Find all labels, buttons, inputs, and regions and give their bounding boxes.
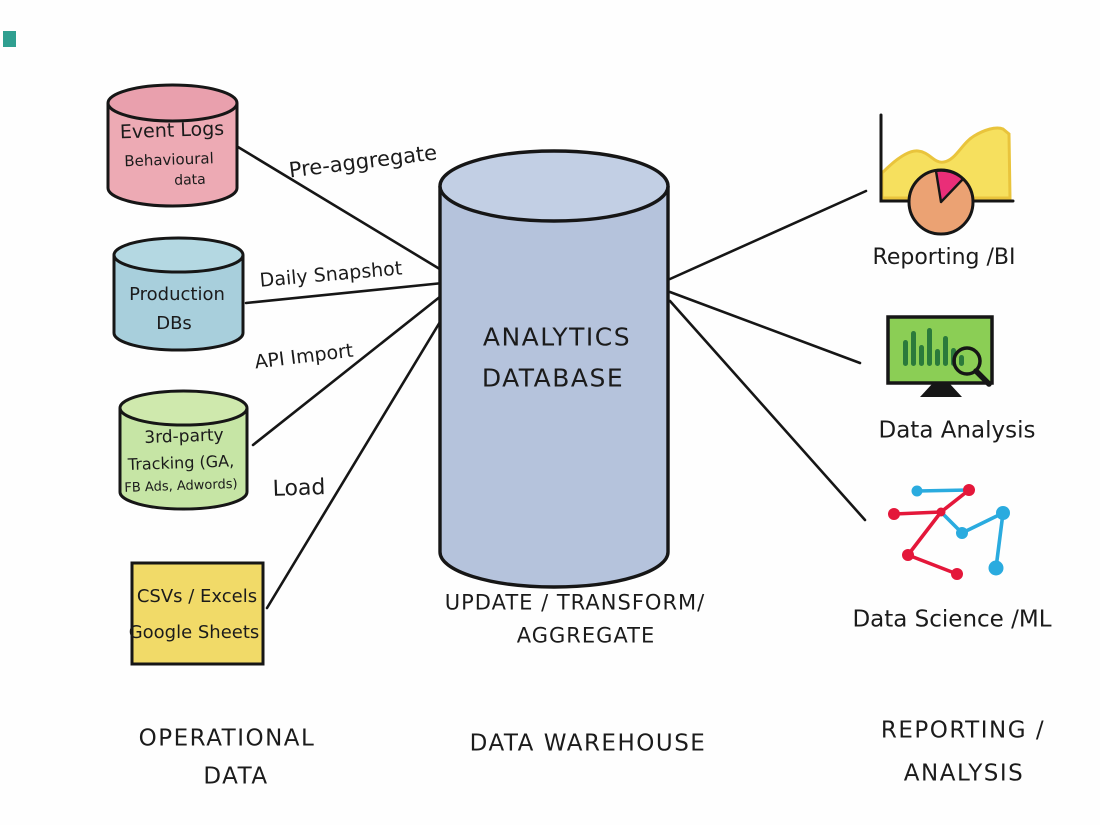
warehouse-caption-line1: UPDATE / TRANSFORM/	[444, 590, 706, 615]
files-box	[130, 561, 265, 666]
reporting-bi-icon	[879, 113, 1015, 236]
section-label-reporting: REPORTING /	[880, 717, 1046, 744]
files-title2: Google Sheets	[128, 622, 260, 644]
monitor-stand	[920, 384, 962, 397]
output-label-analysis: Data Analysis	[878, 417, 1036, 444]
corner-square	[3, 31, 16, 47]
connector-daily-snapshot	[244, 281, 445, 305]
production-dbs-title: Production	[129, 284, 225, 306]
event-logs-title: Event Logs	[119, 117, 225, 144]
science-red-dots	[888, 484, 975, 580]
third-party-cylinder	[118, 389, 249, 511]
area-chart-shape	[880, 126, 1012, 200]
event-logs-cylinder	[106, 83, 239, 208]
science-blue-edges	[915, 488, 1005, 570]
output-connectors	[668, 189, 868, 522]
section-label-operational: OPERATIONAL	[138, 725, 316, 752]
warehouse-cylinder	[438, 149, 670, 589]
flow-label-load: Load	[272, 474, 326, 502]
production-dbs-body	[112, 255, 245, 352]
output-label-reporting: Reporting /BI	[872, 244, 1016, 270]
event-logs-subtitle2: data	[173, 171, 207, 189]
production-dbs-cylinder	[112, 236, 245, 352]
magnifier-handle	[973, 368, 992, 387]
warehouse-top	[438, 149, 670, 223]
warehouse-body	[438, 186, 670, 589]
section-label-warehouse: DATA WAREHOUSE	[469, 730, 707, 757]
data-analysis-icon	[886, 315, 994, 397]
pie-chart-slice	[934, 169, 965, 204]
third-party-title2: Tracking (GA,	[127, 451, 235, 475]
event-logs-body	[106, 103, 239, 208]
connector-reporting	[668, 189, 868, 281]
connector-science	[668, 299, 867, 522]
warehouse-caption-line2: AGGREGATE	[516, 623, 656, 648]
third-party-title: 3rd-party	[143, 425, 224, 449]
event-logs-top	[106, 83, 239, 123]
third-party-top	[118, 389, 249, 427]
connector-load	[265, 315, 445, 610]
connector-analysis	[668, 290, 862, 365]
files-title: CSVs / Excels	[136, 586, 258, 608]
source-connectors	[236, 145, 445, 610]
data-science-icon	[888, 484, 1010, 580]
warehouse-title-line1: ANALYTICS	[482, 322, 632, 352]
warehouse-title-line2: DATABASE	[481, 363, 625, 393]
magnifier-icon	[952, 346, 982, 376]
science-blue-dots	[911, 485, 1010, 576]
section-label-analysis: ANALYSIS	[903, 760, 1025, 787]
third-party-body	[118, 408, 249, 511]
event-logs-subtitle: Behavioural	[123, 149, 215, 171]
production-dbs-title2: DBs	[156, 313, 192, 335]
output-label-science: Data Science /ML	[852, 606, 1052, 633]
section-label-operational2: DATA	[203, 763, 269, 790]
connector-api-import	[251, 294, 443, 447]
production-dbs-top	[112, 236, 245, 274]
connector-pre-aggregate	[236, 145, 445, 273]
